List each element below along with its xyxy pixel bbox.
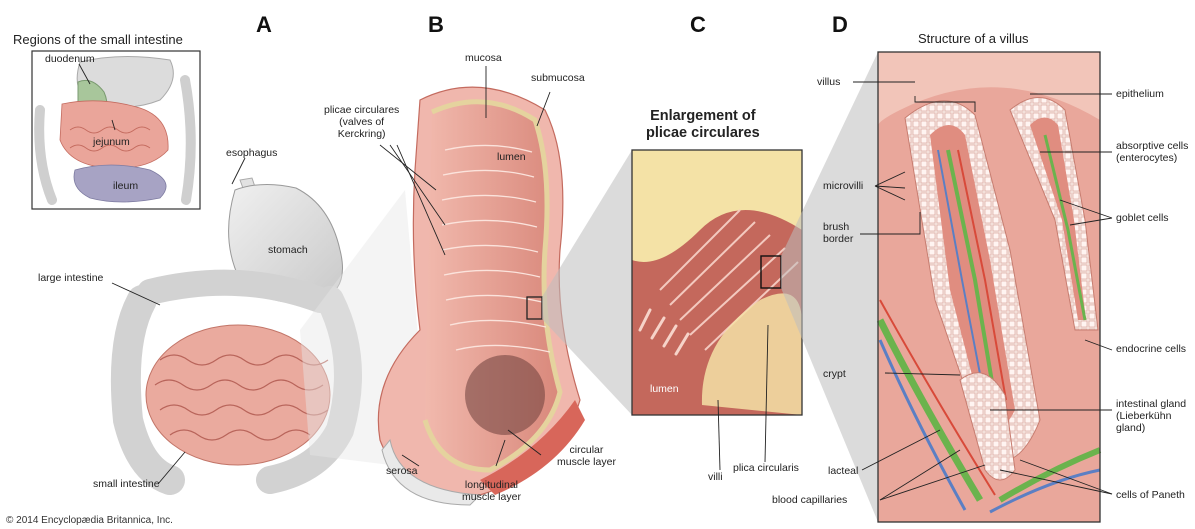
label-villus: villus (817, 76, 840, 88)
label-epithelium: epithelium (1116, 88, 1164, 100)
label-intestinal-gland: intestinal gland (Lieberkühn gland) (1116, 398, 1186, 434)
label-circular-muscle: circular muscle layer (557, 444, 616, 468)
panel-letter-c: C (690, 12, 706, 38)
label-lumen-c: lumen (650, 383, 679, 395)
label-goblet-cells: goblet cells (1116, 212, 1169, 224)
label-blood-capillaries: blood capillaries (772, 494, 847, 506)
label-villi: villi (708, 471, 723, 483)
label-cells-of-paneth: cells of Paneth (1116, 489, 1185, 501)
label-lumen-b: lumen (497, 151, 526, 163)
panel-letter-b: B (428, 12, 444, 38)
label-submucosa: submucosa (531, 72, 585, 84)
villus-structure-illustration (878, 52, 1100, 522)
label-small-intestine: small intestine (93, 478, 160, 490)
label-crypt: crypt (823, 368, 846, 380)
label-absorptive-cells: absorptive cells (enterocytes) (1116, 140, 1188, 164)
copyright-notice: © 2014 Encyclopædia Britannica, Inc. (6, 515, 173, 526)
label-jejunum: jejunum (93, 136, 130, 148)
label-microvilli: microvilli (823, 180, 863, 192)
label-longitudinal-muscle: longitudinal muscle layer (462, 479, 521, 503)
label-brush-border: brush border (823, 221, 853, 245)
villus-title: Structure of a villus (918, 31, 1029, 46)
label-mucosa: mucosa (465, 52, 502, 64)
label-plicae-circulares: plicae circulares (valves of Kerckring) (324, 104, 399, 140)
label-ileum: ileum (113, 180, 138, 192)
label-serosa: serosa (386, 465, 418, 477)
label-large-intestine: large intestine (38, 272, 103, 284)
label-plica-circularis: plica circularis (733, 462, 799, 474)
panel-letter-d: D (832, 12, 848, 38)
label-duodenum: duodenum (45, 53, 95, 65)
label-esophagus: esophagus (226, 147, 277, 159)
inset-title: Regions of the small intestine (13, 32, 183, 47)
label-lacteal: lacteal (828, 465, 858, 477)
panel-letter-a: A (256, 12, 272, 38)
plicae-enlargement-illustration (632, 150, 802, 415)
label-endocrine-cells: endocrine cells (1116, 343, 1186, 355)
label-stomach: stomach (268, 244, 308, 256)
enlargement-title: Enlargement of plicae circulares (646, 108, 760, 142)
